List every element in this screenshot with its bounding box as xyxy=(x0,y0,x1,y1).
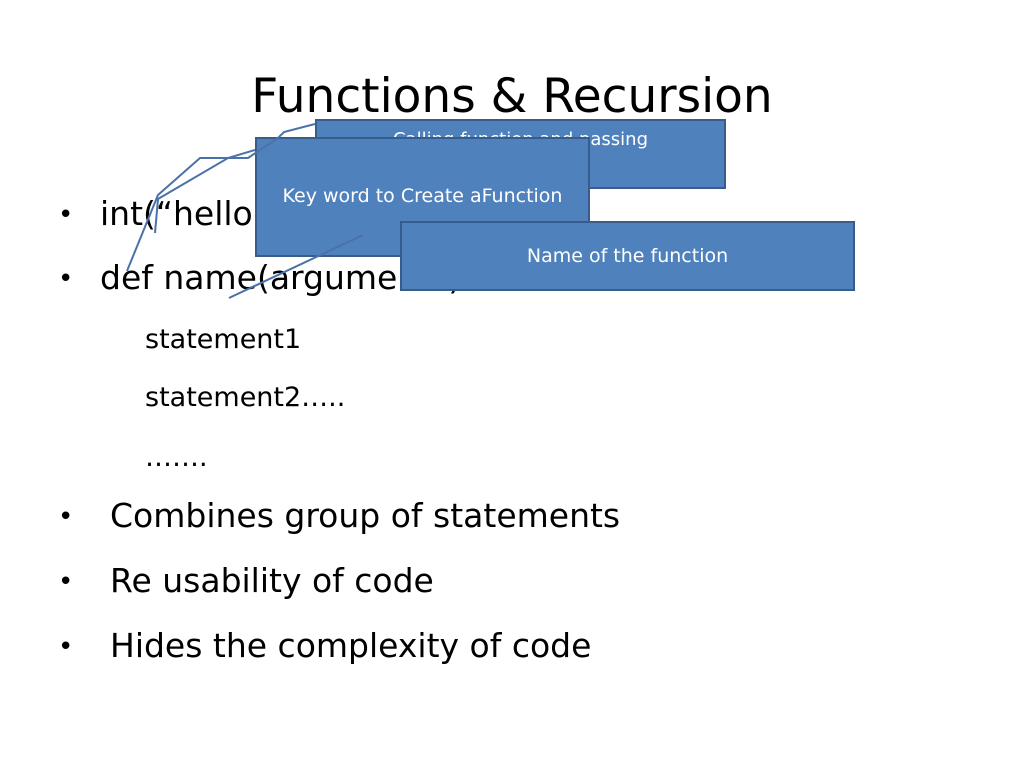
code-line-ellipsis: ……. xyxy=(145,442,208,473)
bullet-text: Re usability of code xyxy=(110,561,434,600)
callout-label: Key word to Create aFunction xyxy=(282,185,563,207)
code-line-statement1: statement1 xyxy=(145,324,302,355)
code-line-statement2: statement2….. xyxy=(145,382,346,413)
bullet-item-combines: • Combines group of statements xyxy=(58,494,620,540)
bullet-text: Hides the complexity of code xyxy=(110,626,592,665)
bullet-icon: • xyxy=(58,567,74,597)
callout-label: Name of the function xyxy=(526,245,729,267)
slide-title: Functions & Recursion xyxy=(251,69,773,124)
callout-function-name[interactable]: Name of the function xyxy=(400,221,855,291)
bullet-item-reusability: • Re usability of code xyxy=(58,559,434,605)
bullet-icon: • xyxy=(58,502,74,532)
bullet-icon: • xyxy=(58,264,74,294)
bullet-text: Combines group of statements xyxy=(110,496,621,535)
bullet-icon: • xyxy=(58,632,74,662)
bullet-item-hides: • Hides the complexity of code xyxy=(58,624,591,670)
bullet-icon: • xyxy=(58,200,74,230)
